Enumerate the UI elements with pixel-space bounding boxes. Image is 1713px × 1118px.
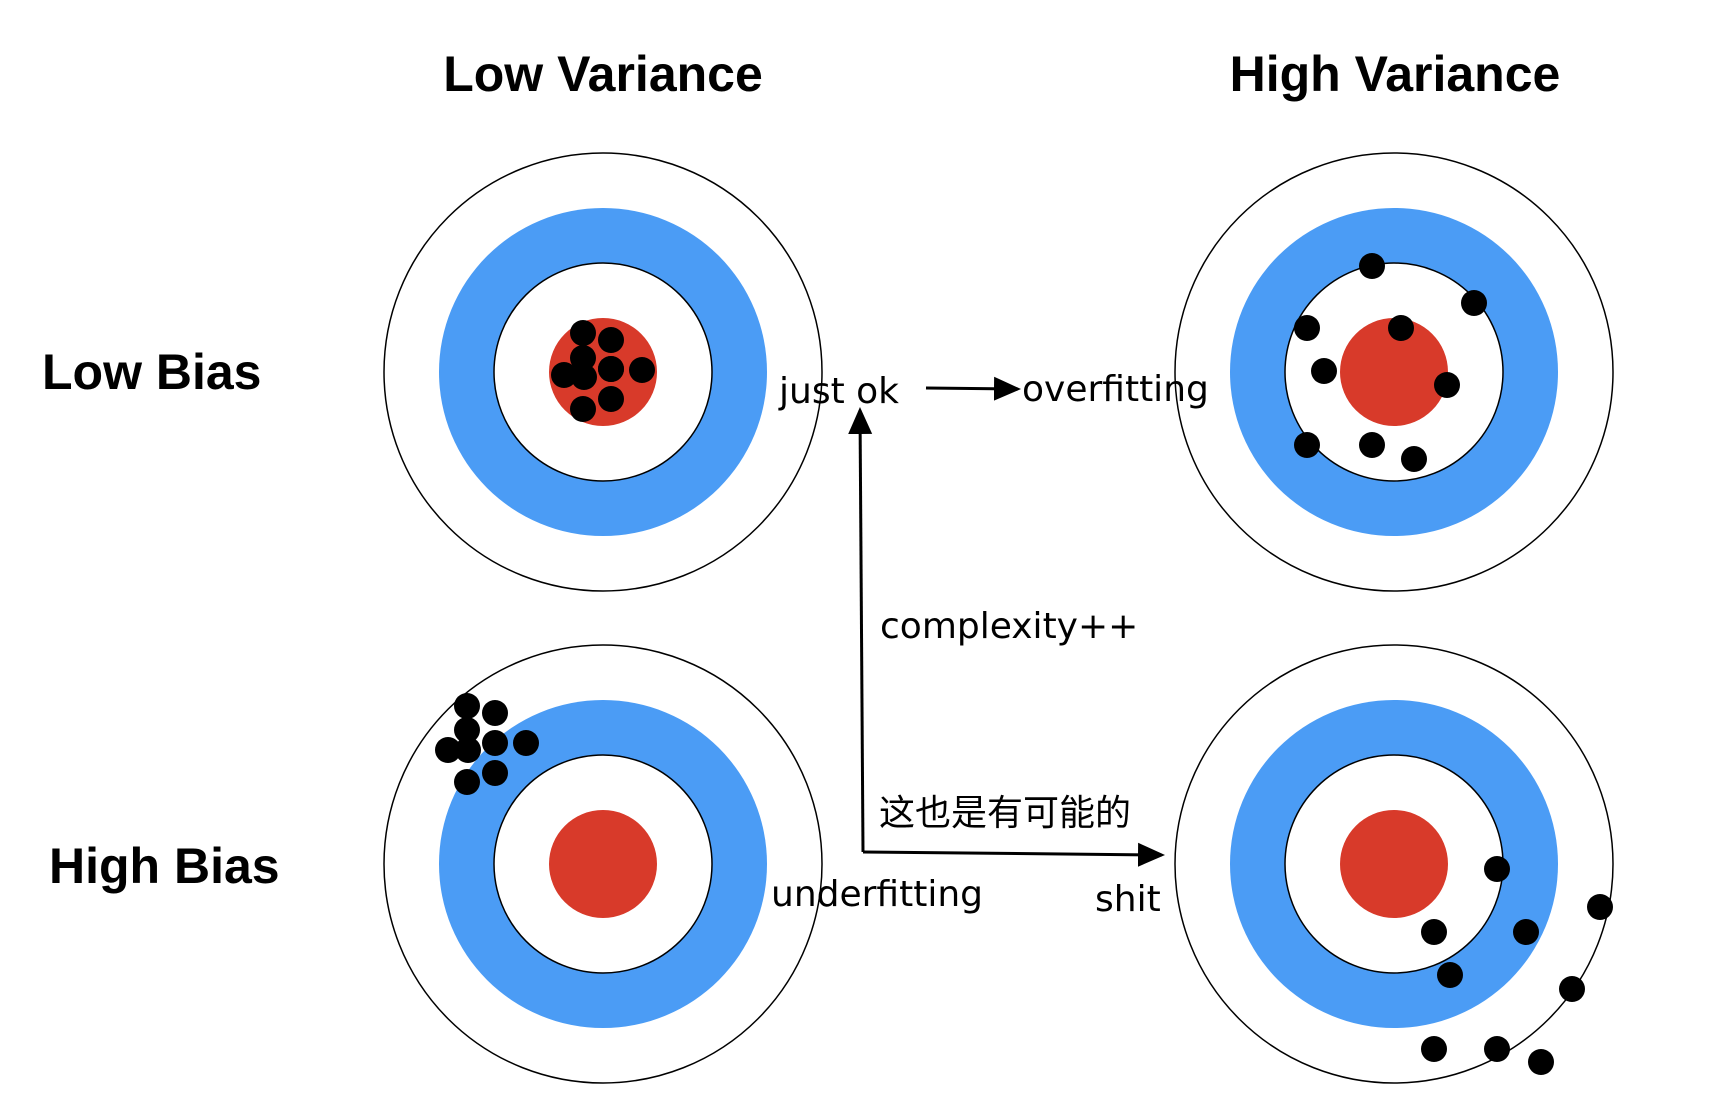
hit-dot	[1434, 372, 1460, 398]
header-high-variance: High Variance	[1230, 46, 1561, 102]
hit-dot	[1484, 856, 1510, 882]
hit-dot	[513, 730, 539, 756]
hit-dot	[1461, 290, 1487, 316]
hit-dot	[570, 320, 596, 346]
hit-dot	[1359, 432, 1385, 458]
label-possible: 这也是有可能的	[879, 793, 1131, 834]
hit-dot	[455, 737, 481, 763]
hit-dot	[1587, 894, 1613, 920]
hit-dot	[454, 717, 480, 743]
header-low-variance: Low Variance	[443, 46, 763, 102]
target-high-bias-high-variance	[1174, 644, 1614, 1084]
hit-dot	[1559, 976, 1585, 1002]
hit-dot	[454, 769, 480, 795]
label-underfitting: underfitting	[771, 874, 983, 915]
hit-dot	[1294, 432, 1320, 458]
hit-dot	[629, 357, 655, 383]
hit-dot	[598, 327, 624, 353]
target-low-bias-high-variance	[1174, 152, 1614, 592]
hit-dot	[571, 364, 597, 390]
arrow-overfitting	[925, 376, 1021, 401]
label-complexity: complexity++	[880, 606, 1138, 647]
hit-dot	[598, 386, 624, 412]
hit-dot	[570, 345, 596, 371]
target-bullseye	[1340, 318, 1448, 426]
arrow-complexity	[848, 407, 873, 853]
hit-dot	[598, 356, 624, 382]
hit-dot	[1401, 446, 1427, 472]
hit-dot	[1437, 962, 1463, 988]
label-shit: shit	[1095, 879, 1161, 920]
hit-dot	[1294, 315, 1320, 341]
hit-dot	[482, 700, 508, 726]
hit-dot	[570, 396, 596, 422]
hit-dot	[1421, 919, 1447, 945]
target-high-bias-low-variance	[383, 644, 823, 1084]
hit-dot	[1484, 1036, 1510, 1062]
hit-dot	[454, 693, 480, 719]
hit-dot	[1311, 358, 1337, 384]
hit-dot	[1513, 919, 1539, 945]
hit-dot	[435, 737, 461, 763]
header-low-bias: Low Bias	[42, 344, 261, 400]
hit-dot	[1388, 315, 1414, 341]
hit-dot	[1359, 253, 1385, 279]
header-high-bias: High Bias	[49, 838, 280, 894]
label-overfitting: overfitting	[1022, 369, 1209, 410]
target-low-bias-low-variance	[383, 152, 823, 592]
hit-dot	[1528, 1049, 1554, 1075]
target-bullseye	[1340, 810, 1448, 918]
hit-dot	[1421, 1036, 1447, 1062]
hit-dot	[482, 730, 508, 756]
label-just-ok: just ok	[778, 371, 899, 412]
hit-dot	[551, 362, 577, 388]
hit-dot	[482, 760, 508, 786]
target-bullseye	[549, 810, 657, 918]
arrow-possible	[862, 842, 1165, 867]
